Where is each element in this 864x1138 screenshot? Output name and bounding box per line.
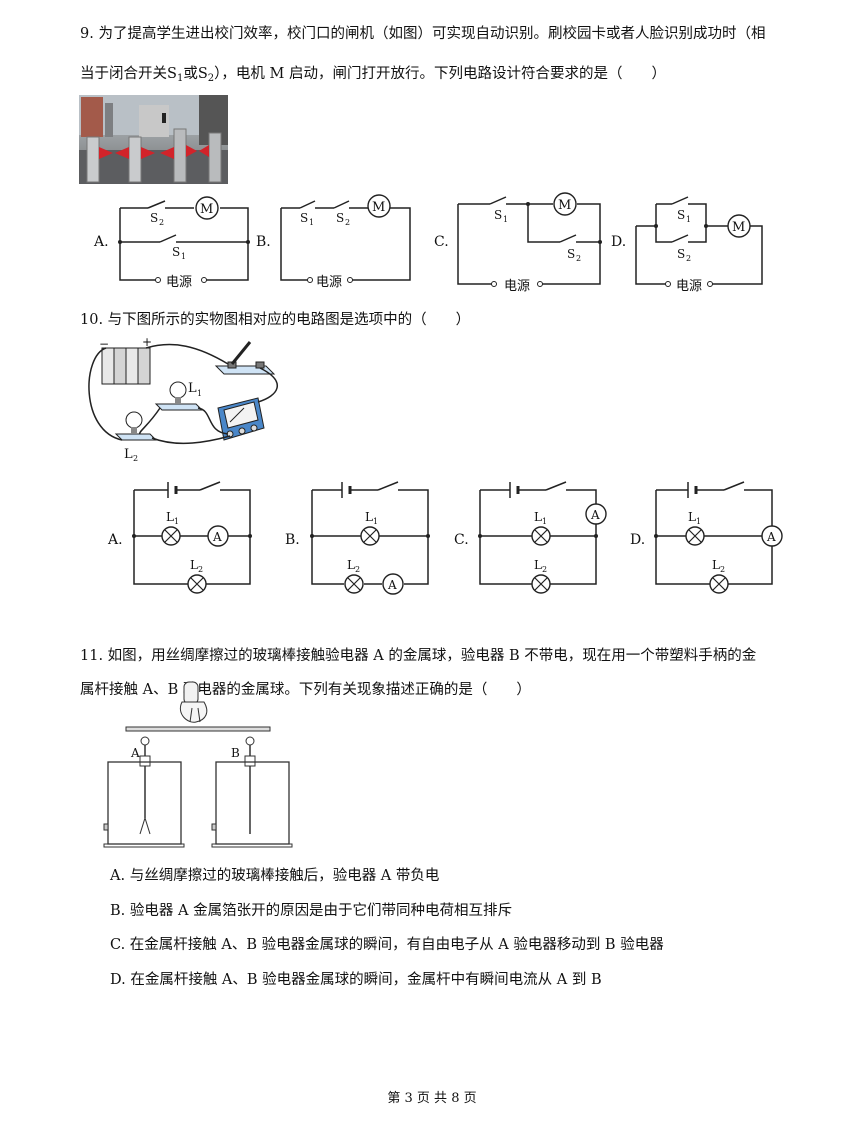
q9-a-s2: S — [150, 211, 158, 225]
q11-line1: 11. 如图，用丝绸摩擦过的玻璃棒接触验电器 A 的金属球，验电器 B 不带电，… — [80, 648, 757, 664]
q9-s2-sub: 2 — [207, 73, 215, 84]
q9-or: 或 — [183, 66, 198, 82]
q9-b-s1: S — [300, 211, 308, 225]
q9-b-s2: S — [336, 211, 344, 225]
lamp-l2: L 2 — [114, 411, 158, 462]
q10-d-l2-sub: 2 — [720, 565, 725, 574]
gate-photo — [79, 95, 228, 184]
q9-a-motor: M — [200, 202, 213, 217]
q9-c-source: 电源 — [504, 279, 530, 294]
q9-a-s1: S — [172, 245, 180, 259]
gate-photo-drawing — [79, 95, 228, 184]
q10-d-l2: L — [712, 558, 720, 572]
q9-line2: 当于闭合开关S1或S2），电机 M 启动，闸门打开放行。下列电路设计符合要求的是… — [80, 62, 666, 84]
q9-option-b: B. — [256, 234, 271, 250]
q10-a-l2-sub: 2 — [198, 565, 203, 574]
q9-c-s1: S — [494, 208, 502, 222]
q10-c-l2: L — [534, 558, 542, 572]
electroscope-a-label: A — [130, 746, 140, 760]
q11-choice-a[interactable]: A. 与丝绸摩擦过的玻璃棒接触后，验电器 A 带负电 — [110, 868, 440, 884]
q10-d-ammeter: A — [766, 530, 776, 544]
q9-c-s2-sub: 2 — [576, 254, 581, 263]
q10-d-l1: L — [688, 510, 696, 524]
q10-circuit-b: B. A L 1 L 2 — [285, 481, 430, 595]
q10-c-l2-sub: 2 — [542, 565, 547, 574]
q11-choice-c[interactable]: C. 在金属杆接触 A、B 验电器金属球的瞬间，有自由电子从 A 验电器移动到 … — [110, 937, 664, 953]
q9-line2-b: ），电机 M 启动，闸门打开放行。下列电路设计符合要求的是（ ） — [214, 66, 666, 82]
q10-physical-diagram: − + L 1 L 2 — [88, 336, 279, 462]
q9-d-s1: S — [677, 208, 685, 222]
q10-option-a: A. — [107, 532, 123, 548]
q9-circuits: A. M S 2 S 1 电源 B. M S 1 S 2 电源 C. — [93, 192, 763, 294]
q10-a-l1-sub: 1 — [174, 517, 179, 526]
q9-b-s2-sub: 2 — [345, 218, 350, 227]
q9-line1: 9. 为了提高学生进出校门效率，校门口的闸机（如图）可实现自动识别。刷校园卡或者… — [80, 26, 766, 42]
q10-circuits: A. A L 1 L 2 B. A L 1 L 2 — [107, 481, 783, 595]
electroscope-b: B — [211, 736, 293, 848]
q9-d-s1-sub: 1 — [686, 215, 691, 224]
q9-circuit-d: D. M S 1 S 2 电源 — [611, 196, 763, 294]
l2-label-sub: 2 — [133, 454, 138, 462]
q9-s1: S — [167, 66, 177, 82]
q10-b-ammeter: A — [387, 578, 397, 592]
battery-minus: − — [99, 337, 109, 351]
q9-circuit-a: A. M S 2 S 1 电源 — [93, 196, 250, 290]
q9-a-source: 电源 — [166, 275, 192, 290]
q9-c-s2: S — [567, 247, 575, 261]
q9-option-d: D. — [611, 234, 626, 250]
q10-line1: 10. 与下图所示的实物图相对应的电路图是选项中的（ ） — [80, 312, 471, 328]
q10-c-ammeter: A — [590, 508, 600, 522]
electroscope-b-label: B — [231, 746, 240, 760]
q10-circuit-a: A. A L 1 L 2 — [107, 481, 252, 594]
q9-b-source: 电源 — [316, 275, 342, 290]
q9-c-s1-sub: 1 — [503, 215, 508, 224]
ammeter — [217, 397, 265, 441]
q9-circuit-b: B. M S 1 S 2 电源 — [256, 194, 411, 290]
q11-electroscope-diagram: A B — [103, 681, 293, 848]
battery-pack: − + — [99, 336, 152, 385]
q10-b-l2-sub: 2 — [355, 565, 360, 574]
q10-c-l1: L — [534, 510, 542, 524]
lamp-l1: L 1 — [154, 381, 204, 411]
q10-b-l2: L — [347, 558, 355, 572]
q11-choice-b[interactable]: B. 验电器 A 金属箔张开的原因是由于它们带同种电荷相互排斥 — [110, 903, 513, 919]
q9-d-s2-sub: 2 — [686, 254, 691, 263]
q9-line2-a: 当于闭合开关 — [80, 66, 167, 82]
q10-b-l1: L — [365, 510, 373, 524]
q10-a-ammeter: A — [212, 530, 222, 544]
q9-d-source: 电源 — [676, 279, 702, 294]
l2-label: L — [124, 447, 133, 462]
battery-plus: + — [142, 336, 152, 349]
hand-icon — [180, 681, 208, 723]
q9-a-s1-sub: 1 — [181, 252, 186, 261]
q10-c-l1-sub: 1 — [542, 517, 547, 526]
q9-circuit-c: C. M S 1 S 2 电源 — [434, 192, 602, 294]
l1-label: L — [188, 381, 197, 396]
q9-b-motor: M — [372, 200, 385, 215]
q9-s2: S — [197, 66, 208, 82]
knife-switch — [214, 341, 276, 375]
q10-option-b: B. — [285, 532, 300, 548]
q9-b-s1-sub: 1 — [309, 218, 314, 227]
q10-circuit-d: D. A L 1 L 2 — [630, 481, 783, 594]
l1-label-sub: 1 — [197, 389, 202, 398]
q9-d-s2: S — [677, 247, 685, 261]
q11-choice-d[interactable]: D. 在金属杆接触 A、B 验电器金属球的瞬间，金属杆中有瞬间电流从 A 到 B — [110, 972, 602, 988]
q10-circuit-c: C. A L 1 L 2 — [454, 481, 607, 594]
q10-a-l2: L — [190, 558, 198, 572]
q9-option-a: A. — [93, 234, 109, 250]
q9-d-motor: M — [732, 220, 745, 235]
q10-option-c: C. — [454, 532, 469, 548]
q9-c-motor: M — [558, 198, 571, 213]
q9-s1-sub: 1 — [176, 73, 184, 84]
q10-option-d: D. — [630, 532, 645, 548]
q9-option-c: C. — [434, 234, 449, 250]
page-footer: 第 3 页 共 8 页 — [387, 1091, 477, 1106]
q9-a-s2-sub: 2 — [159, 218, 164, 227]
q10-b-l1-sub: 1 — [373, 517, 378, 526]
electroscope-a: A — [103, 736, 185, 848]
q10-d-l1-sub: 1 — [696, 517, 701, 526]
q10-a-l1: L — [166, 510, 174, 524]
